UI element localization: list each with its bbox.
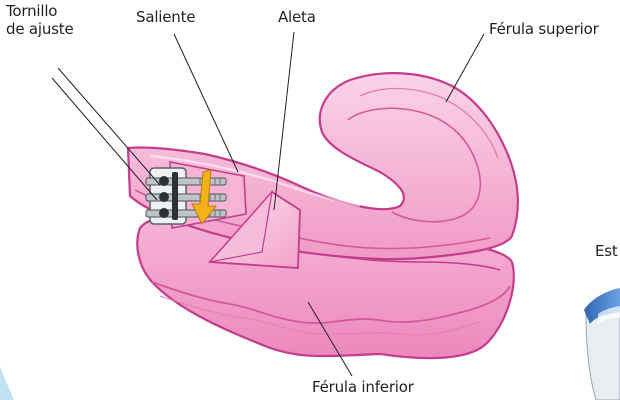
leader-adjust-screw-1 <box>58 68 160 185</box>
label-fin: Aleta <box>278 8 316 26</box>
label-upper-splint: Férula superior <box>489 20 599 38</box>
leader-adjust-screw-2 <box>52 78 157 200</box>
decorative-edge <box>0 366 14 400</box>
leader-upper-splint <box>446 34 484 102</box>
storage-case <box>584 288 620 400</box>
label-protrusion: Saliente <box>136 8 195 26</box>
label-adjust-screw: Tornillo de ajuste <box>6 2 74 38</box>
label-partial-est: Est <box>595 242 618 260</box>
label-lower-splint: Férula inferior <box>312 378 414 396</box>
